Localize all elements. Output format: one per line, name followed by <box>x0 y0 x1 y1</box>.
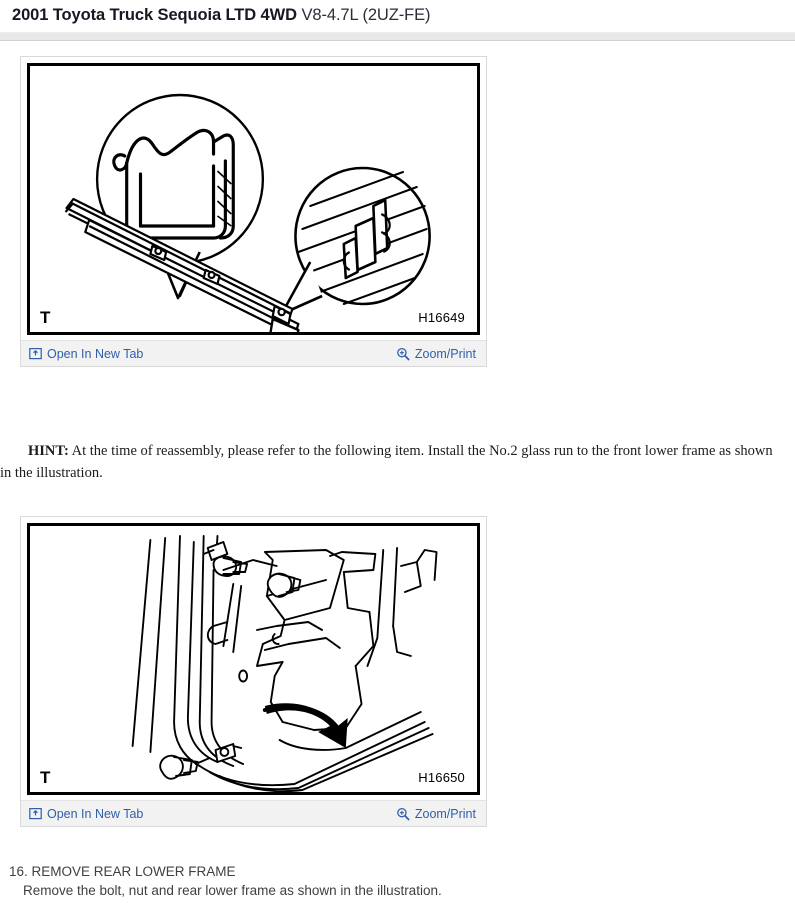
magnifier-plus-icon <box>396 347 410 361</box>
open-in-new-tab-button-1[interactable]: Open In New Tab <box>29 347 143 361</box>
figure-block-1: T H16649 Open In New Tab Zoom/Print <box>20 56 487 367</box>
zoom-print-label: Zoom/Print <box>414 806 476 821</box>
vehicle-title: 2001 Toyota Truck Sequoia LTD 4WD <box>12 6 297 24</box>
open-in-new-tab-icon <box>29 807 42 820</box>
zoom-print-button-1[interactable]: Zoom/Print <box>396 347 476 361</box>
open-in-new-tab-button-2[interactable]: Open In New Tab <box>29 807 143 821</box>
hint-paragraph: HINT: At the time of reassembly, please … <box>0 440 795 484</box>
figure-code-1: H16649 <box>418 310 465 325</box>
hint-label: HINT: <box>28 443 69 459</box>
figure-toolbar-1: Open In New Tab Zoom/Print <box>21 340 486 366</box>
open-in-new-tab-icon <box>29 347 42 360</box>
page-header: 2001 Toyota Truck Sequoia LTD 4WD V8-4.7… <box>0 0 795 32</box>
engine-designation: V8-4.7L (2UZ-FE) <box>301 6 431 24</box>
zoom-print-label: Zoom/Print <box>414 346 476 361</box>
figure-block-2: T H16650 Open In New Tab Zoom/Print <box>20 516 487 827</box>
step-body: Remove the bolt, nut and rear lower fram… <box>23 883 442 898</box>
figure-image-2[interactable]: T H16650 <box>27 523 480 795</box>
figure-code-2: H16650 <box>418 770 465 785</box>
open-in-new-tab-label: Open In New Tab <box>47 346 144 361</box>
header-divider <box>0 32 795 41</box>
figure-image-1[interactable]: T H16649 <box>27 63 480 335</box>
magnifier-plus-icon <box>396 807 410 821</box>
figure-corner-mark-1: T <box>40 308 51 327</box>
step-block: 16. REMOVE REAR LOWER FRAME Remove the b… <box>9 862 789 900</box>
open-in-new-tab-label: Open In New Tab <box>47 806 144 821</box>
hint-text: At the time of reassembly, please refer … <box>0 443 773 481</box>
figure-toolbar-2: Open In New Tab Zoom/Print <box>21 800 486 826</box>
page-title: 2001 Toyota Truck Sequoia LTD 4WD V8-4.7… <box>12 4 795 26</box>
glass-run-illustration <box>30 66 477 332</box>
figure-corner-mark-2: T <box>40 768 51 787</box>
step-title: 16. REMOVE REAR LOWER FRAME <box>9 864 236 879</box>
rear-lower-frame-illustration <box>30 526 477 792</box>
zoom-print-button-2[interactable]: Zoom/Print <box>396 807 476 821</box>
